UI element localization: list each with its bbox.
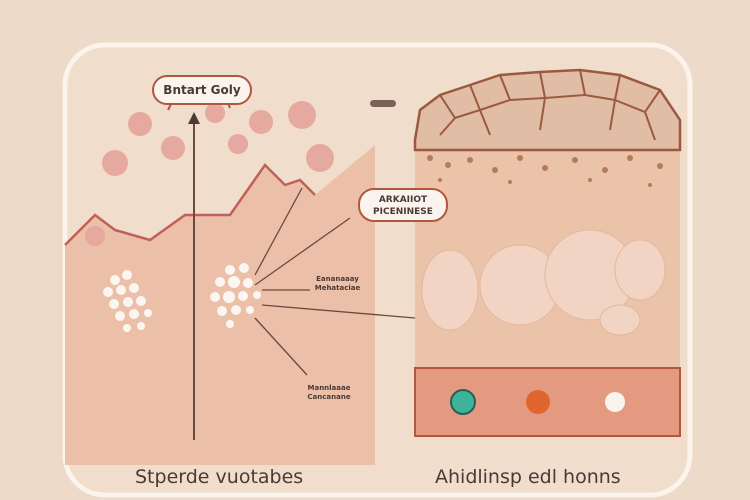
brown-granules: [427, 155, 663, 187]
skin-surface-line: [64, 163, 316, 246]
floating-spheres: [85, 101, 334, 246]
top-label-bubble: Bntart Goly: [152, 75, 252, 105]
cobblestone-cells: [439, 69, 661, 141]
side-label-2: Mannlaaae Cancanane: [300, 384, 358, 402]
side-label-2-line1: Mannlaaae: [307, 384, 351, 392]
side-label-2-line2: Cancanane: [307, 393, 351, 401]
mid-label-line1: ARKAIIOT: [378, 195, 428, 205]
white-cell-icon: [605, 392, 625, 412]
mid-label-line2: PICENINESE: [373, 207, 433, 217]
orange-cell-icon: [526, 390, 550, 414]
side-label-1-line2: Mehataciae: [314, 284, 361, 292]
teal-cell-icon: [450, 389, 476, 415]
caption-left: Stperde vuotabes: [135, 466, 304, 488]
cell-cluster-left: [103, 270, 152, 332]
left-skin-area: [65, 145, 375, 465]
side-label-1: Eananaaay Mehataciae: [310, 275, 365, 293]
separator-mark: [370, 100, 396, 107]
cell-cluster-middle: [210, 263, 261, 328]
mid-label-bubble: ARKAIIOT PICENINESE: [358, 188, 448, 222]
caption-right: Ahidlinsp edl honns: [435, 466, 621, 488]
cell-mass-right: [421, 229, 666, 336]
side-label-1-line1: Eananaaay: [316, 275, 359, 283]
